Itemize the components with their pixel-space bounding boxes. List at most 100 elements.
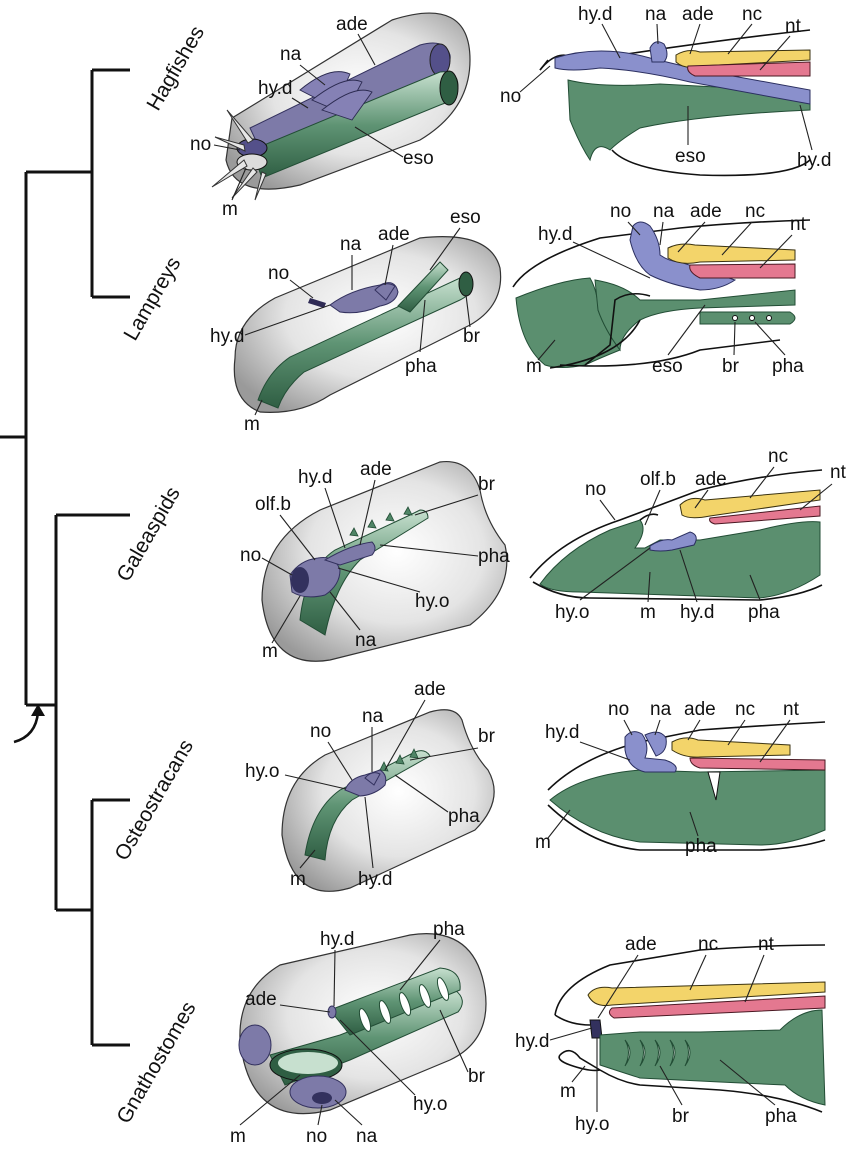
label-hyd: hy.d: [797, 150, 832, 171]
label-nt: nt: [758, 934, 775, 955]
label-hyo: hy.o: [575, 1114, 610, 1135]
label-pha: pha: [748, 602, 780, 623]
label-br: br: [468, 1066, 486, 1087]
label-na: na: [645, 4, 667, 25]
taxon-hagfishes: Hagfishes: [142, 22, 209, 114]
label-pha: pha: [448, 806, 480, 827]
label-na: na: [355, 630, 377, 651]
label-m: m: [222, 199, 238, 220]
label-ade: ade: [378, 224, 410, 245]
label-m: m: [230, 1126, 246, 1147]
label-hyo: hy.o: [415, 591, 450, 612]
lamprey-section-labels: no na ade nc nt hy.d m eso br pha: [526, 201, 807, 377]
label-no: no: [240, 545, 261, 566]
label-hyd: hy.d: [358, 869, 393, 890]
label-eso: eso: [652, 356, 683, 377]
label-nc: nc: [768, 446, 788, 467]
label-ade: ade: [414, 679, 446, 700]
label-na: na: [653, 201, 675, 222]
taxon-labels: Hagfishes Lampreys Galeaspids Osteostrac…: [110, 22, 209, 1127]
galeaspid-3d-model: [261, 460, 508, 662]
label-nt: nt: [830, 462, 847, 483]
gnathostome-3d-model: [238, 933, 487, 1115]
gnathostome-section: [554, 944, 826, 1113]
label-no: no: [268, 263, 289, 284]
label-ade: ade: [625, 934, 657, 955]
label-ade: ade: [360, 459, 392, 480]
label-nc: nc: [745, 201, 765, 222]
label-no: no: [585, 479, 606, 500]
label-m: m: [560, 1081, 576, 1102]
hagfish-model-labels: ade na hy.d no eso m: [190, 14, 434, 220]
label-ade: ade: [690, 201, 722, 222]
label-pha: pha: [433, 919, 465, 940]
gnathostome-model-labels: hy.d pha ade br hy.o m no na: [230, 919, 486, 1147]
label-no: no: [306, 1126, 327, 1147]
hagfish-section: [539, 29, 811, 177]
osteostracan-3d-model: [281, 709, 495, 892]
label-olfb: olf.b: [255, 494, 291, 515]
label-na: na: [280, 44, 302, 65]
lamprey-section: [512, 219, 811, 369]
taxon-galeaspids: Galeaspids: [112, 483, 184, 585]
phylogenetic-tree: [0, 68, 130, 1047]
label-hyd: hy.d: [680, 602, 715, 623]
label-hyd: hy.d: [258, 78, 293, 99]
label-m: m: [640, 602, 656, 623]
label-na: na: [356, 1126, 378, 1147]
label-no: no: [500, 86, 521, 107]
label-hyd: hy.d: [578, 4, 613, 25]
gnathostome-section-labels: ade nc nt hy.d m hy.o br pha: [515, 934, 797, 1135]
osteostracan-section: [547, 721, 826, 851]
label-na: na: [650, 699, 672, 720]
taxon-lampreys: Lampreys: [119, 253, 185, 344]
label-m: m: [244, 414, 260, 435]
label-br: br: [463, 326, 481, 347]
label-br: br: [672, 1106, 690, 1127]
label-eso: eso: [675, 146, 706, 167]
label-pha: pha: [772, 356, 804, 377]
label-m: m: [290, 869, 306, 890]
label-na: na: [340, 234, 362, 255]
galeaspid-section: [529, 469, 823, 601]
label-ade: ade: [245, 989, 277, 1010]
label-nc: nc: [735, 699, 755, 720]
label-pha: pha: [405, 356, 437, 377]
label-no: no: [608, 699, 629, 720]
label-m: m: [535, 832, 551, 853]
lamprey-model-labels: na ade eso no hy.d br pha m: [210, 207, 481, 435]
label-hyd: hy.d: [210, 326, 245, 347]
lamprey-3d-model: [233, 236, 502, 413]
label-ade: ade: [336, 14, 368, 35]
label-no: no: [310, 721, 331, 742]
label-hyo: hy.o: [245, 761, 280, 782]
label-pha: pha: [765, 1106, 797, 1127]
label-br: br: [478, 726, 496, 747]
label-br: br: [478, 474, 496, 495]
label-olfb: olf.b: [640, 469, 676, 490]
label-na: na: [362, 706, 384, 727]
label-pha: pha: [478, 546, 510, 567]
osteostracan-section-labels: no na ade nc nt hy.d m pha: [535, 699, 800, 857]
label-pha: pha: [685, 836, 717, 857]
label-nc: nc: [742, 4, 762, 25]
label-hyd: hy.d: [298, 467, 333, 488]
label-ade: ade: [682, 4, 714, 25]
label-m: m: [526, 356, 542, 377]
galeaspid-model-labels: hy.d ade olf.b br no pha hy.o m na: [240, 459, 510, 662]
label-hyo: hy.o: [555, 602, 590, 623]
hagfish-section-labels: hy.d na ade nc nt no eso hy.d: [500, 4, 832, 171]
label-m: m: [262, 641, 278, 662]
label-hyo: hy.o: [413, 1094, 448, 1115]
label-hyd: hy.d: [538, 224, 573, 245]
label-ade: ade: [684, 699, 716, 720]
label-nt: nt: [783, 699, 800, 720]
label-eso: eso: [450, 207, 481, 228]
galeaspid-section-labels: no olf.b ade nc nt hy.o m hy.d pha: [555, 446, 847, 623]
hagfish-3d-model: [211, 12, 471, 201]
label-hyd: hy.d: [515, 1031, 550, 1052]
label-ade: ade: [695, 469, 727, 490]
label-br: br: [722, 356, 740, 377]
